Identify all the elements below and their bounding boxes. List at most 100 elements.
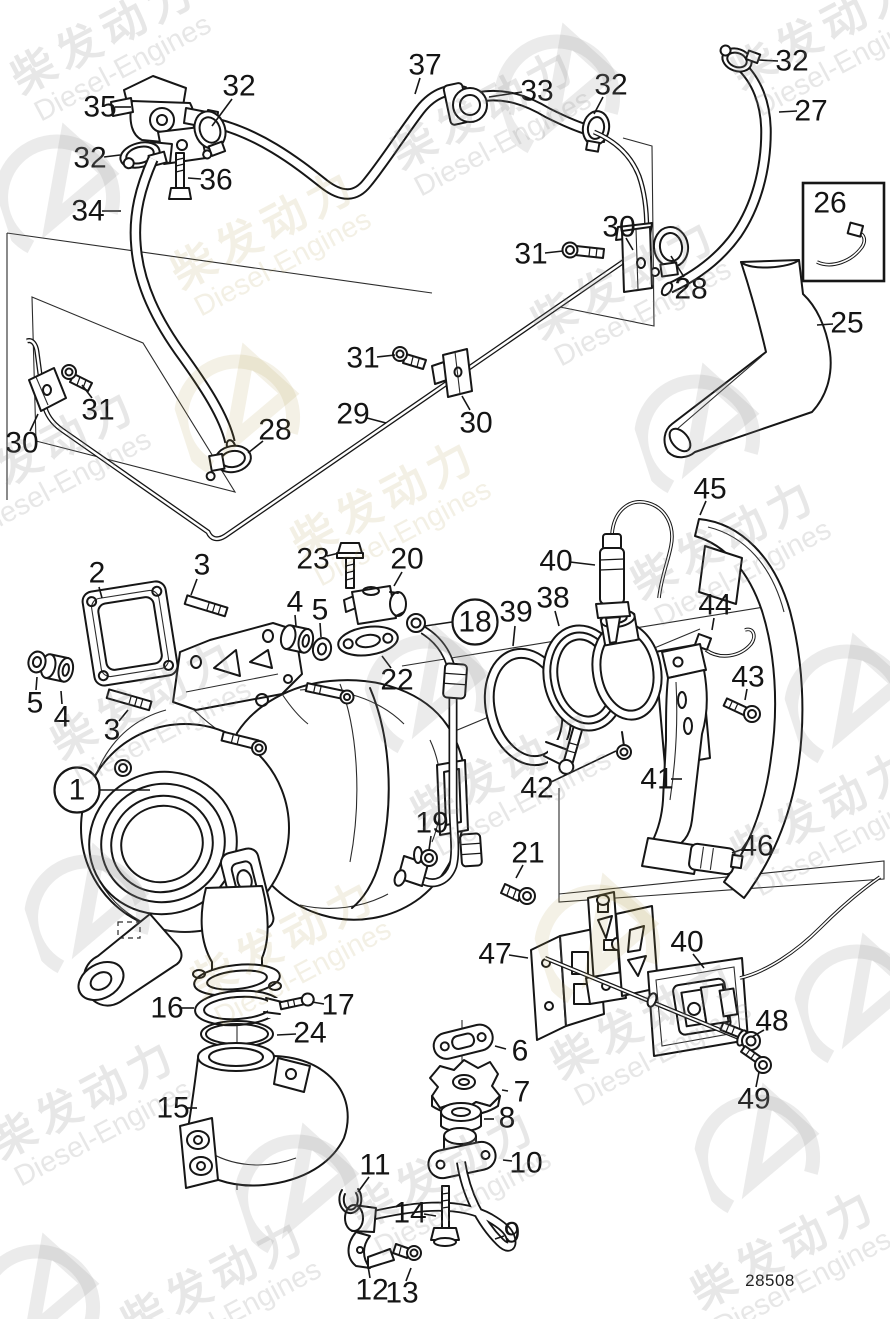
callout-16: 16 xyxy=(150,992,183,1025)
part-nut-42 xyxy=(616,744,632,760)
callout-25: 25 xyxy=(830,307,863,340)
leader-line-31 xyxy=(544,250,564,254)
callout-5: 5 xyxy=(312,594,329,627)
callout-34: 34 xyxy=(71,195,104,228)
callout-28: 28 xyxy=(674,273,707,306)
leader-line-31 xyxy=(81,384,93,399)
leader-line-4 xyxy=(294,614,297,627)
callout-4: 4 xyxy=(287,586,304,619)
callout-30: 30 xyxy=(602,211,635,244)
part-clamp-32-hose27 xyxy=(719,44,762,73)
callout-40: 40 xyxy=(670,926,703,959)
leader-line-19 xyxy=(428,835,432,851)
leader-line-27 xyxy=(778,110,798,113)
part-bolt-13 xyxy=(392,1243,422,1261)
leader-line-14 xyxy=(423,1213,437,1217)
part-bolt-31-mid xyxy=(392,346,427,370)
leader-line-23 xyxy=(326,552,340,557)
leader-line-32 xyxy=(103,154,121,158)
leader-line-5 xyxy=(319,622,322,638)
leader-line-48 xyxy=(751,1029,765,1038)
part-sensor-40-top xyxy=(595,500,674,644)
callout-46: 46 xyxy=(740,830,773,863)
callout-22: 22 xyxy=(380,664,413,697)
callout-45: 45 xyxy=(693,473,726,506)
part-elbow-15 xyxy=(179,1042,349,1189)
callout-30: 30 xyxy=(5,427,38,460)
part-bracket-41 xyxy=(641,643,744,876)
callout-15: 15 xyxy=(156,1092,189,1125)
leader-line-28 xyxy=(670,255,685,278)
callout-32: 32 xyxy=(594,69,627,102)
part-bolt-49 xyxy=(740,1045,772,1074)
leader-line-32 xyxy=(211,98,233,127)
callout-26: 26 xyxy=(813,187,846,220)
leader-line-2 xyxy=(98,586,103,599)
part-bolt-36 xyxy=(168,152,192,200)
callout-42: 42 xyxy=(520,772,553,805)
callout-4: 4 xyxy=(54,701,71,734)
callout-21: 21 xyxy=(511,837,544,870)
leader-line-29 xyxy=(366,417,387,424)
leader-line-46 xyxy=(731,848,744,854)
part-nut-19 xyxy=(413,846,438,867)
callout-32: 32 xyxy=(222,70,255,103)
callout-27: 27 xyxy=(794,95,827,128)
leader-line-31 xyxy=(376,354,396,358)
leader-line-17 xyxy=(311,1001,325,1005)
leader-line-10 xyxy=(502,1159,513,1162)
leader-line-9 xyxy=(494,1235,505,1240)
part-elbow-pipe-25 xyxy=(663,259,832,459)
leader-line-18 xyxy=(424,621,453,627)
leader-line-3 xyxy=(118,709,129,722)
leader-line-32 xyxy=(758,59,779,62)
part-cable xyxy=(739,875,882,980)
part-clamp-28-bottom xyxy=(205,444,252,482)
leader-line-7 xyxy=(501,1089,509,1092)
leader-line-43 xyxy=(744,688,748,701)
leader-line-6 xyxy=(494,1045,507,1050)
part-gasket-6 xyxy=(432,1023,494,1060)
callout-19: 19 xyxy=(415,807,448,840)
leader-line-36 xyxy=(187,177,202,180)
callout-7: 7 xyxy=(514,1076,531,1109)
part-nut-5-left xyxy=(27,650,47,674)
leader-line-30 xyxy=(461,395,471,411)
leader-line-5 xyxy=(35,676,38,691)
leader-line-13 xyxy=(405,1267,412,1282)
callout-37: 37 xyxy=(408,49,441,82)
leader-line-38 xyxy=(554,610,560,627)
leader-line-37 xyxy=(414,77,421,95)
part-hose-27 xyxy=(660,44,772,297)
callout-30: 30 xyxy=(459,407,492,440)
callout-11: 11 xyxy=(359,1149,390,1182)
leader-line-28 xyxy=(247,440,264,454)
leader-line-25 xyxy=(816,323,834,326)
part-clamp-box-26 xyxy=(801,181,886,283)
callout-48: 48 xyxy=(755,1005,788,1038)
leader-line-40 xyxy=(692,953,705,969)
part-gasket-2 xyxy=(81,580,179,687)
part-mount-plate xyxy=(172,622,303,711)
callout-39: 39 xyxy=(499,596,532,629)
leader-line-30 xyxy=(625,237,634,251)
callout-8: 8 xyxy=(499,1102,516,1135)
callout-29: 29 xyxy=(336,398,369,431)
callout-31: 31 xyxy=(514,238,547,271)
part-bolt-43 xyxy=(722,697,761,723)
part-oil-hose-18 xyxy=(393,613,483,888)
callout-2: 2 xyxy=(89,557,106,590)
callout-43: 43 xyxy=(731,661,764,694)
callout-17: 17 xyxy=(321,989,354,1022)
part-bushing-4-left xyxy=(39,653,75,683)
part-tbolt-17 xyxy=(278,992,315,1011)
callout-35: 35 xyxy=(83,91,116,124)
callout-18: 18 xyxy=(458,606,491,639)
part-ring-8 xyxy=(440,1102,482,1133)
leader-line-21 xyxy=(515,864,524,879)
leader-line-3 xyxy=(190,578,198,596)
part-banjo-33 xyxy=(442,82,488,126)
part-bracket-30-left xyxy=(28,367,67,412)
